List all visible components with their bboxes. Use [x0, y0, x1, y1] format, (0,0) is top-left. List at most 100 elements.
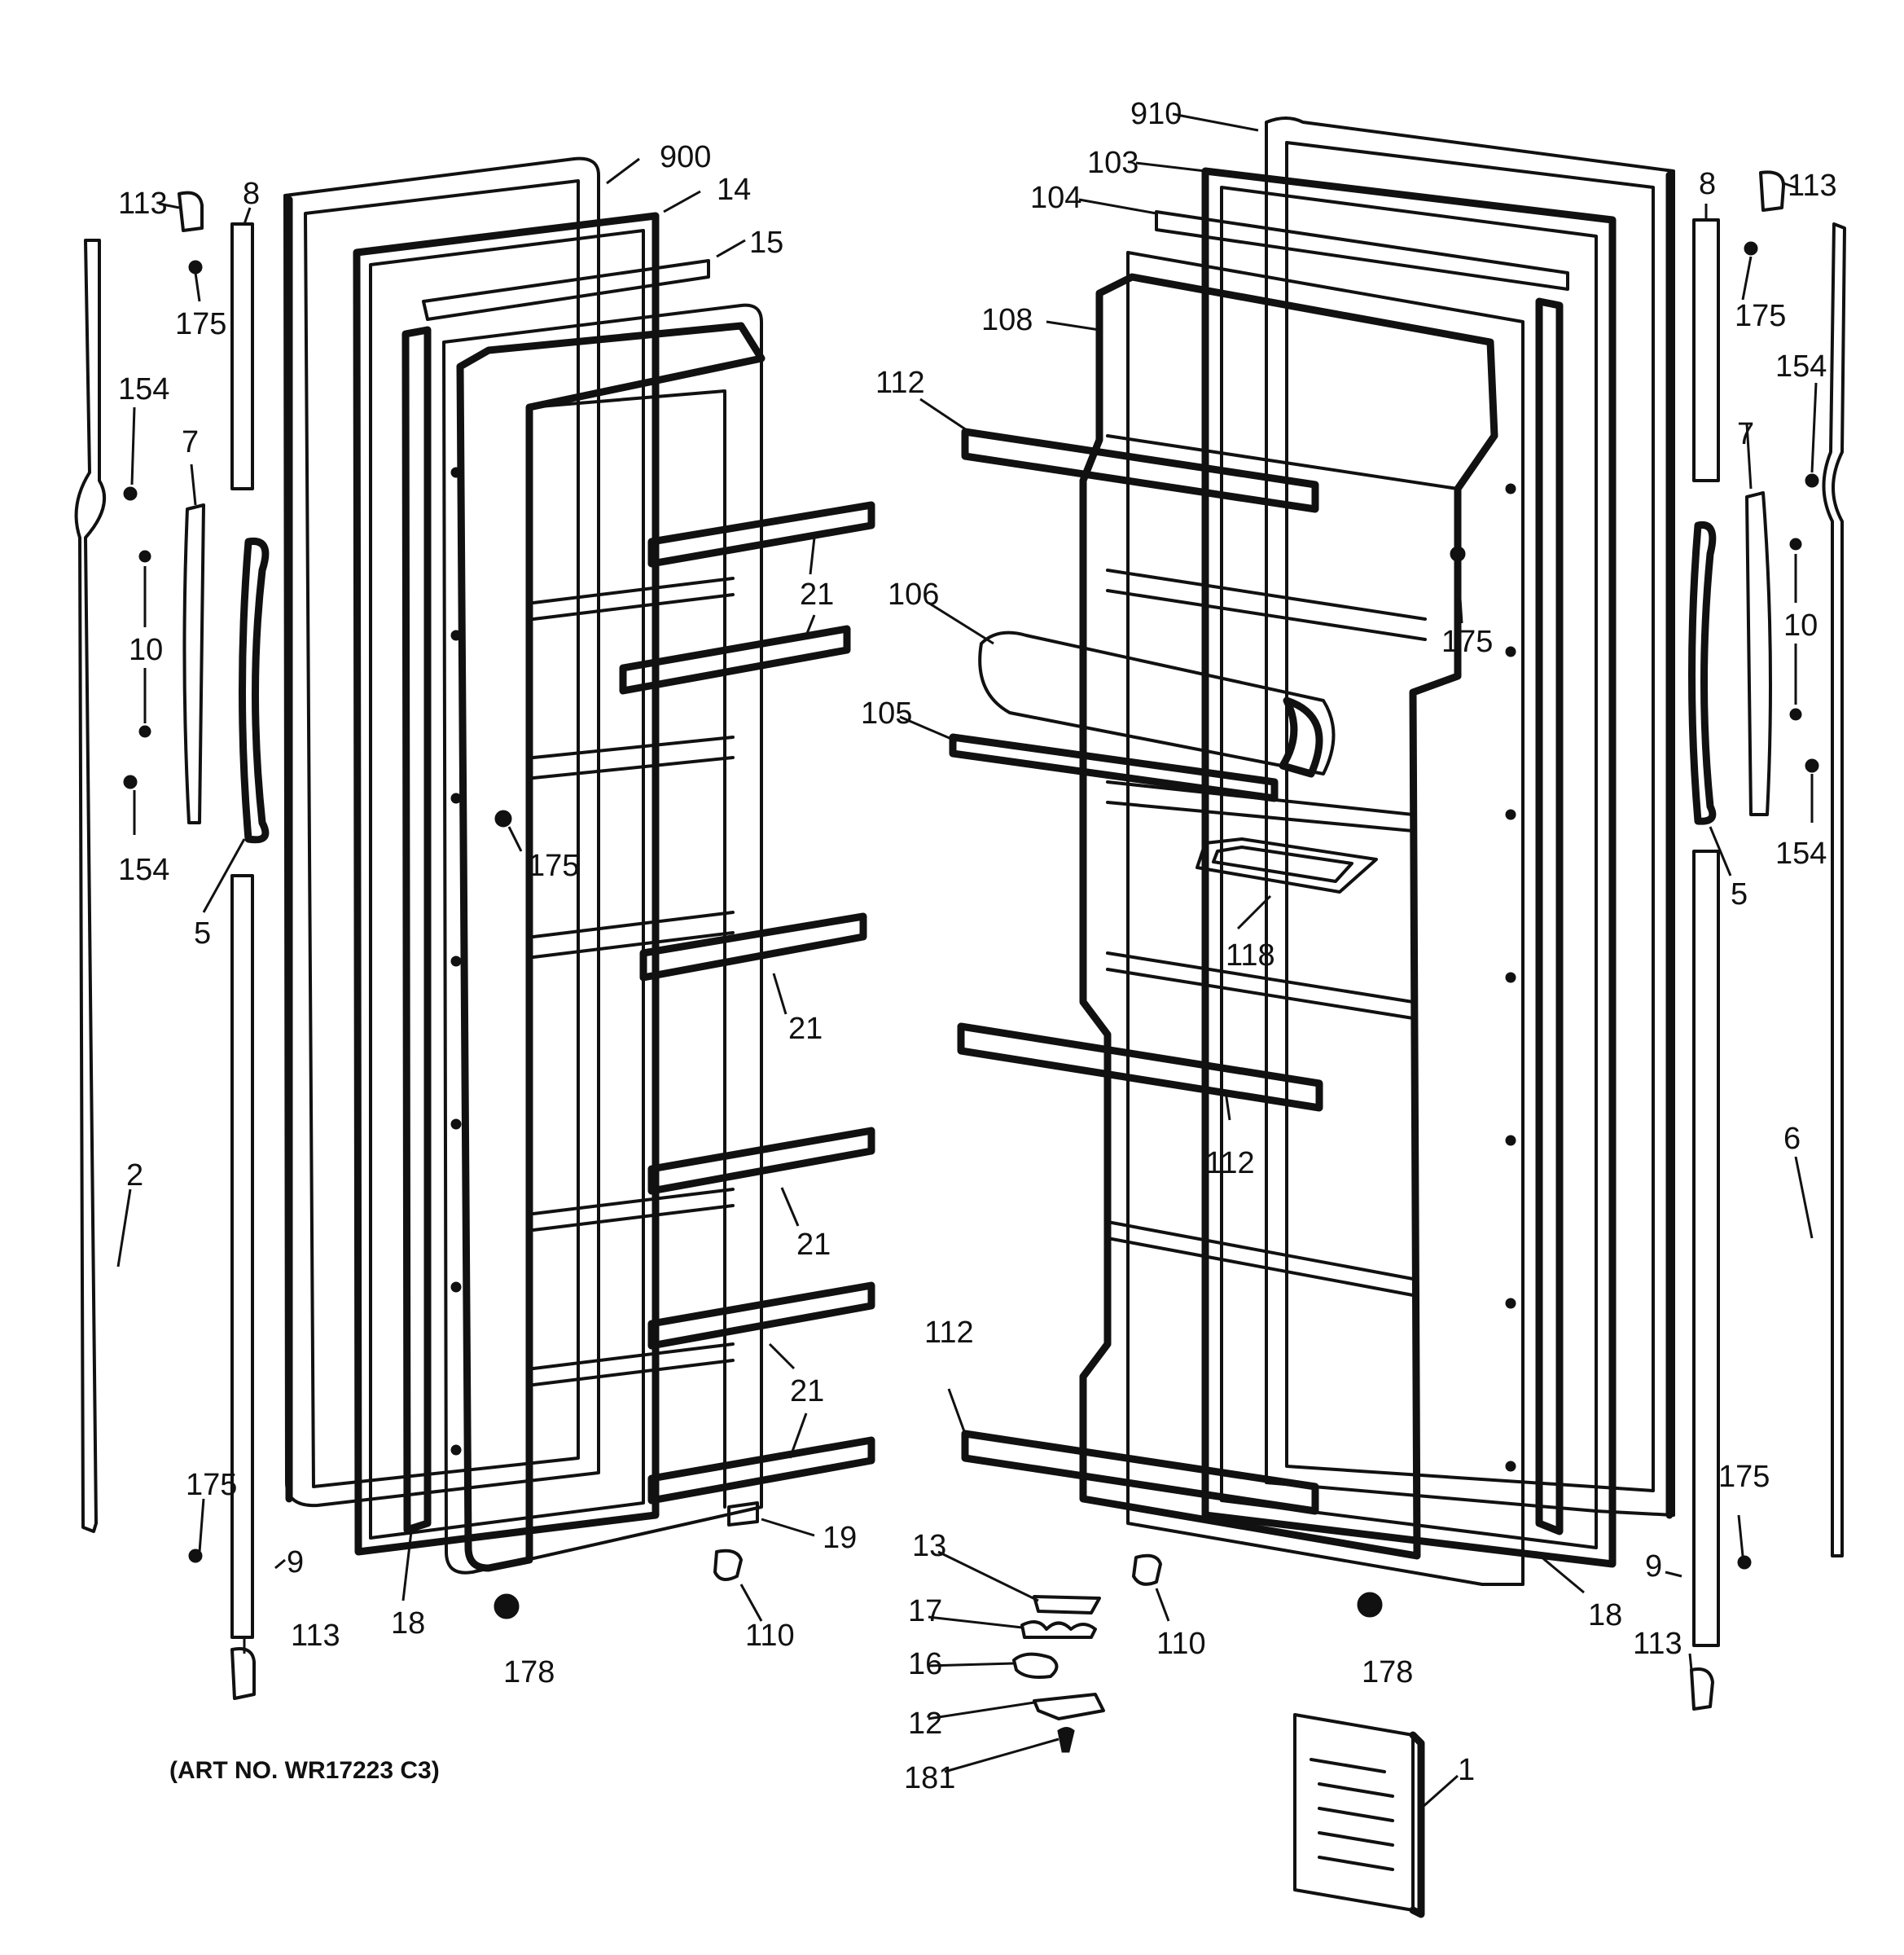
label-2: 2 — [126, 1158, 143, 1193]
label-8-right: 8 — [1699, 167, 1716, 201]
screw-175-left-liner — [494, 810, 512, 828]
label-19: 19 — [823, 1521, 857, 1555]
left-end-cap-113-top — [178, 191, 204, 232]
fresh-food-door-outer-panel — [1265, 116, 1675, 1517]
freezer-shelf-bars — [619, 501, 875, 1505]
screw-175-right-bottom — [1737, 1555, 1752, 1570]
label-154-bottom-right: 154 — [1775, 837, 1827, 871]
door-stop-178-right — [1357, 1592, 1383, 1618]
fresh-food-inner-liner — [1126, 251, 1525, 1586]
label-16: 16 — [908, 1647, 942, 1681]
right-end-cap-113-bottom — [1690, 1667, 1714, 1711]
label-105: 105 — [861, 696, 912, 731]
freezer-gasket — [353, 212, 660, 1556]
label-175-mid-left: 175 — [528, 849, 579, 883]
label-154-bottom-left: 154 — [118, 853, 169, 887]
hinge-bracket-13 — [1033, 1595, 1101, 1615]
label-7-left: 7 — [182, 425, 199, 459]
label-21-b: 21 — [788, 1012, 823, 1046]
screw-154-left-bottom — [123, 775, 138, 789]
egg-tray-118 — [1195, 837, 1378, 894]
label-175-top-right: 175 — [1735, 299, 1786, 333]
screw-154-right-bottom — [1805, 758, 1819, 773]
label-181: 181 — [904, 1761, 955, 1795]
label-112-bottom: 112 — [924, 1316, 974, 1350]
art-number: (ART NO. WR17223 C3) — [169, 1757, 440, 1784]
hinge-shim-17 — [1020, 1620, 1097, 1639]
left-handle-assembly — [74, 191, 270, 1700]
hinge-pin-19 — [727, 1501, 759, 1527]
label-112-middle: 112 — [1205, 1146, 1255, 1180]
left-handle-cap-8 — [230, 222, 254, 490]
label-175-bottom-left: 175 — [186, 1468, 237, 1502]
label-113-top-right: 113 — [1788, 169, 1837, 203]
label-110-left: 110 — [745, 1619, 795, 1653]
leader-lines — [116, 112, 1818, 1810]
label-113-bottom-left: 113 — [291, 1619, 340, 1653]
label-154-top-left: 154 — [118, 372, 169, 406]
door-bushing-110-left — [713, 1549, 743, 1581]
freezer-breaker-strip — [422, 259, 710, 321]
label-17: 17 — [908, 1594, 942, 1628]
freezer-inner-liner — [442, 303, 763, 1575]
label-5-right: 5 — [1731, 877, 1748, 912]
right-end-cap-113-top — [1759, 170, 1785, 212]
hinge-12 — [1033, 1693, 1105, 1720]
label-15: 15 — [749, 226, 783, 260]
screw-154-left-top — [123, 486, 138, 501]
freezer-door-outer-panel — [283, 156, 600, 1508]
label-103: 103 — [1087, 146, 1138, 180]
screw-175-left-bottom — [188, 1549, 203, 1563]
label-175-top-left: 175 — [175, 307, 226, 341]
label-18-right: 18 — [1588, 1598, 1622, 1632]
freezer-door-assembly — [283, 156, 875, 1575]
label-106: 106 — [888, 578, 939, 612]
label-175-bottom-right: 175 — [1718, 1460, 1770, 1494]
screw-175-right-liner — [1450, 546, 1466, 562]
label-178-left: 178 — [503, 1655, 555, 1689]
label-6: 6 — [1783, 1122, 1801, 1156]
label-113-top-left: 113 — [118, 187, 168, 221]
label-7-right: 7 — [1737, 417, 1754, 451]
fresh-food-door-assembly — [949, 116, 1675, 1586]
right-handle-cap-9 — [1692, 850, 1720, 1647]
left-end-cap-113-bottom — [230, 1647, 256, 1700]
screw-175-left-top — [188, 260, 203, 275]
label-5-left: 5 — [194, 916, 211, 951]
label-900: 900 — [660, 140, 711, 174]
label-118: 118 — [1226, 938, 1275, 973]
label-14: 14 — [717, 173, 751, 207]
label-1: 1 — [1458, 1753, 1475, 1787]
screw-10-right-bottom — [1789, 708, 1802, 721]
left-handle-5 — [239, 537, 270, 844]
right-handle-5 — [1688, 521, 1717, 825]
freezer-liner-frame — [401, 326, 432, 1534]
left-handle-trim-7 — [182, 503, 205, 824]
dairy-trim-105 — [949, 733, 1279, 802]
screw-175-right-top — [1744, 241, 1758, 256]
fresh-food-shelf-bars — [957, 428, 1323, 1515]
label-18-left: 18 — [391, 1606, 425, 1641]
label-12: 12 — [908, 1707, 942, 1741]
dairy-compartment-106 — [978, 630, 1336, 775]
label-175-mid-right: 175 — [1441, 625, 1493, 659]
left-door-trim-strip-2 — [74, 239, 107, 1533]
label-178-right: 178 — [1362, 1655, 1413, 1689]
right-handle-cap-8 — [1692, 218, 1720, 482]
label-9-right: 9 — [1645, 1549, 1662, 1584]
label-21-a: 21 — [800, 578, 834, 612]
label-910: 910 — [1130, 97, 1182, 131]
label-112-top: 112 — [875, 366, 925, 400]
label-154-top-right: 154 — [1775, 349, 1827, 384]
left-handle-cap-9 — [230, 874, 254, 1639]
fresh-food-breaker-strip — [1155, 210, 1569, 291]
label-10-right: 10 — [1783, 608, 1818, 643]
door-bushing-110-right — [1132, 1553, 1162, 1586]
fresh-food-liner-frame — [1535, 297, 1564, 1535]
label-104: 104 — [1030, 181, 1081, 215]
label-113-bottom-right: 113 — [1633, 1627, 1682, 1661]
right-handle-trim-7 — [1745, 491, 1772, 816]
label-13: 13 — [912, 1529, 946, 1563]
right-door-trim-strip-6 — [1822, 222, 1846, 1557]
